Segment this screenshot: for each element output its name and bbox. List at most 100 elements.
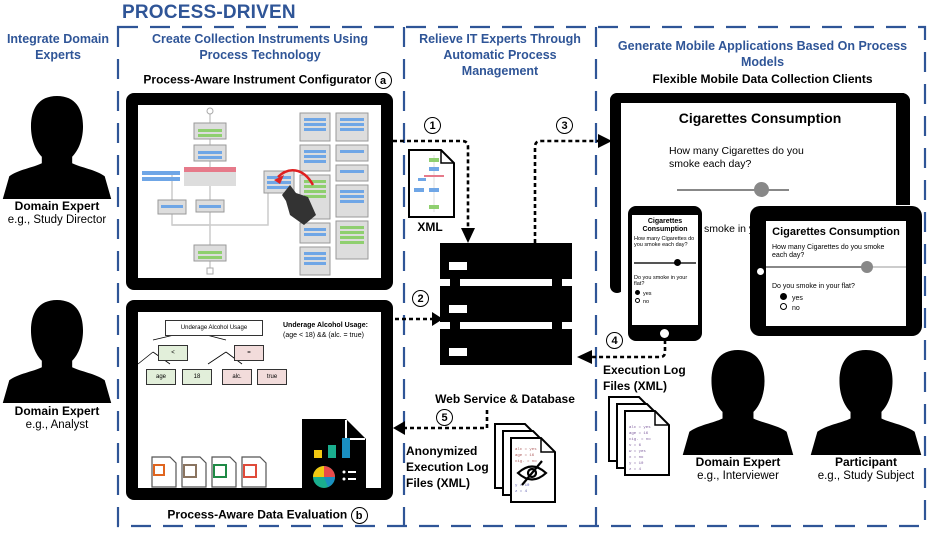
text-document-icon — [181, 456, 207, 488]
phone-screen[interactable]: Cigarettes Consumption How many Cigarett… — [632, 215, 698, 325]
log-line: w = yes — [629, 450, 646, 454]
process-steps — [142, 122, 295, 262]
option-yes-tablet[interactable]: yes — [780, 293, 803, 303]
radio-unchecked-icon — [780, 303, 787, 310]
step-3-marker: 3 — [556, 117, 573, 134]
actor-1-role: Domain Expert — [14, 199, 100, 213]
phone-home-button[interactable] — [660, 329, 669, 338]
tree-leaf-alc: alc. — [222, 369, 252, 385]
small-tablet-device: Cigarettes Consumption How many Cigarett… — [750, 206, 922, 336]
tree-leaf-true: true — [257, 369, 287, 385]
column-heading-domain-experts: Integrate Domain Experts — [6, 32, 110, 62]
arrow-step-5 — [405, 410, 489, 430]
label-line: Files (XML) — [406, 476, 471, 490]
tablet-home-button[interactable] — [757, 268, 764, 275]
execution-logs-label: Execution Log Files (XML) — [603, 362, 686, 394]
radio-checked-icon — [780, 293, 787, 300]
svg-text:y = 10: y = 10 — [515, 484, 530, 488]
evaluation-label: Process-Aware Data Evaluation b — [140, 507, 395, 524]
label-line: Files (XML) — [603, 379, 668, 393]
log-line: z = 4 — [629, 468, 642, 472]
small-tablet-screen[interactable]: Cigarettes Consumption How many Cigarett… — [766, 221, 906, 326]
step-4-marker: 4 — [606, 332, 623, 349]
slider-thumb-tablet[interactable] — [860, 261, 873, 273]
question2-partial-large: smoke in y — [704, 223, 755, 235]
slider-track-phone[interactable] — [634, 262, 696, 264]
rule-description: Underage Alcohol Usage: (age < 18) && (a… — [283, 321, 368, 341]
log-line: x = no — [629, 456, 644, 460]
evaluation-title: Process-Aware Data Evaluation — [167, 507, 348, 522]
option-no-tablet[interactable]: no — [780, 303, 803, 313]
configurator-screen-device — [126, 93, 393, 290]
survey-title-large: Cigarettes Consumption — [678, 110, 842, 126]
svg-text:cig. = no: cig. = no — [515, 459, 537, 464]
step-2-marker: 2 — [412, 290, 429, 307]
tree-leaf-age: age — [146, 369, 176, 385]
arrowhead-4 — [577, 350, 592, 364]
slider-thumb-phone[interactable] — [673, 259, 681, 266]
actor-2-role: Domain Expert — [14, 404, 100, 418]
survey-title-phone: Cigarettes Consumption — [632, 218, 698, 234]
options-phone: yes no — [635, 290, 652, 306]
title-line: Cigarettes — [647, 218, 683, 225]
question1-tablet: How many Cigarettes do you smoke each da… — [772, 244, 885, 259]
question2-tablet: Do you smoke in your flat? — [772, 283, 855, 290]
column-heading-mobile-apps: Generate Mobile Applications Based On Pr… — [617, 39, 908, 69]
option-label: yes — [792, 295, 803, 302]
evaluation-canvas[interactable]: Underage Alcohol Usage < = age 18 alc. t… — [137, 312, 381, 492]
question2-phone: Do you smoke in your flat? — [634, 275, 688, 287]
column-heading-collection-instruments: Create Collection Instruments Using Proc… — [125, 31, 395, 63]
title-line: Consumption — [642, 226, 688, 233]
xml-file-label: XML — [417, 220, 443, 234]
log-line: y = 10 — [629, 462, 644, 466]
question1-phone: How many Cigarettes do you smoke each da… — [634, 236, 695, 248]
survey-title-tablet: Cigarettes Consumption — [772, 226, 900, 238]
configurator-canvas[interactable] — [138, 105, 381, 278]
svg-text:age = 16: age = 16 — [515, 454, 535, 458]
tree-op-equals: = — [234, 345, 264, 361]
actor-1-example: e.g., Study Director — [7, 214, 107, 226]
marker-b: b — [350, 507, 368, 524]
label-line: Execution Log — [603, 363, 686, 377]
tree-root-node: Underage Alcohol Usage — [165, 320, 263, 336]
column-heading-relieve-it: Relieve IT Experts Through Automatic Pro… — [406, 31, 594, 79]
heading-line: Relieve IT Experts Through — [419, 32, 581, 46]
step-1-marker: 1 — [424, 117, 441, 134]
actor-4-role: Participant — [834, 455, 897, 469]
arrow-step-1 — [393, 139, 470, 228]
rule-expression: (age < 18) && (alc. = true) — [283, 332, 364, 339]
option-label: no — [643, 299, 650, 305]
arrow-step-3 — [533, 139, 598, 243]
slider-track-large[interactable] — [677, 189, 789, 191]
large-tablet-frame-right — [896, 93, 910, 205]
evaluation-screen-device: Underage Alcohol Usage < = age 18 alc. t… — [126, 300, 393, 500]
actor-4-example: e.g., Study Subject — [817, 470, 915, 482]
step-5-marker: 5 — [436, 409, 453, 426]
pdf-icon — [241, 456, 267, 488]
arrowhead-1 — [461, 228, 475, 243]
drag-arrow — [277, 169, 315, 186]
option-yes-phone[interactable]: yes — [635, 290, 652, 298]
export-icons — [151, 419, 366, 492]
radio-unchecked-icon — [635, 298, 640, 303]
arrowhead-5 — [393, 421, 405, 435]
option-label: no — [792, 305, 800, 312]
actor-2-example: e.g., Analyst — [25, 419, 89, 431]
excel-icon — [211, 456, 237, 488]
label-line: Anonymized — [406, 444, 478, 458]
option-no-phone[interactable]: no — [635, 298, 652, 306]
question1-large: How many Cigarettes do you smoke each da… — [669, 145, 804, 170]
report-document-icon — [302, 419, 366, 492]
heading-line: Automatic Process Management — [443, 48, 557, 78]
log-line: v = 6 — [629, 444, 642, 448]
slider-thumb-large[interactable] — [753, 182, 769, 197]
phone-device: Cigarettes Consumption How many Cigarett… — [628, 206, 702, 341]
label-line: Execution Log — [406, 460, 489, 474]
anonymized-logs-label: Anonymized Execution Log Files (XML) — [406, 443, 489, 491]
process-model-editor — [142, 107, 369, 276]
